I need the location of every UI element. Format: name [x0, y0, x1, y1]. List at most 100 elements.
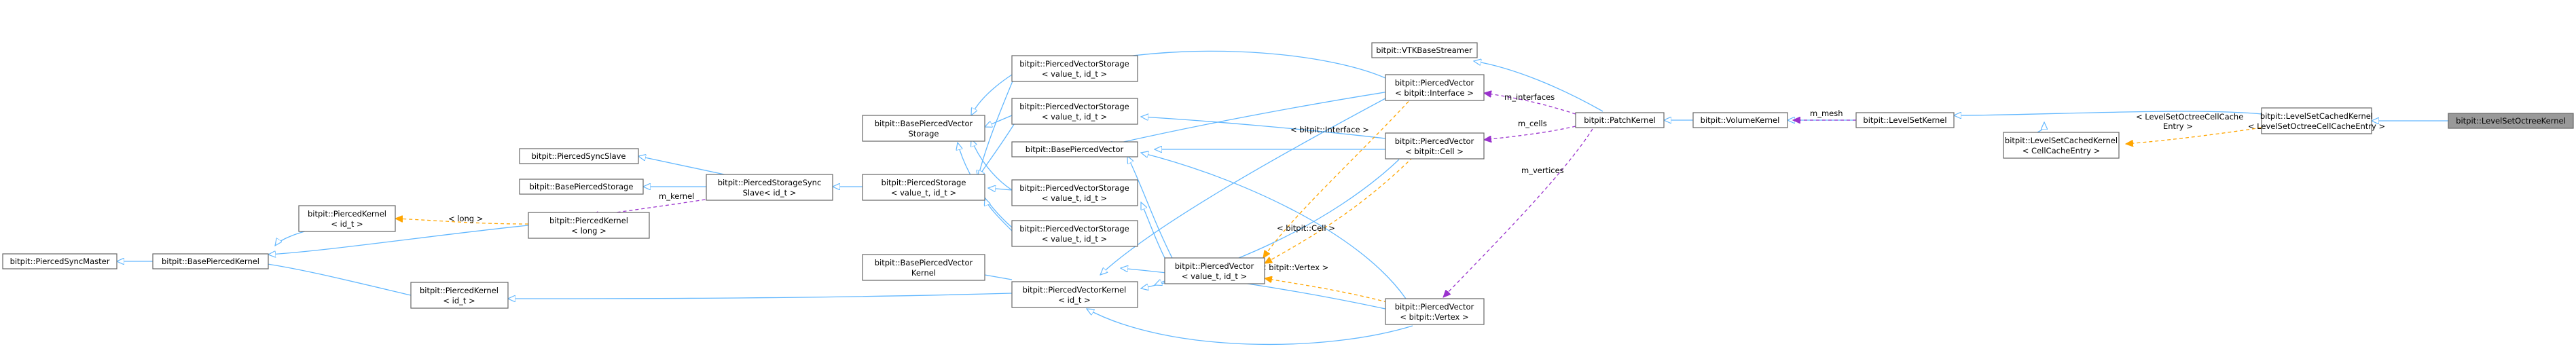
edge-pvs3-to-bpvs: [971, 139, 1013, 191]
node-levelset-cached-kernel-octree-entry[interactable]: bitpit::LevelSetCachedKernel < LevelSetO…: [2248, 107, 2385, 134]
svg-text:< value_t, id_t >: < value_t, id_t >: [1042, 112, 1107, 122]
node-base-pierced-vector[interactable]: bitpit::BasePiercedVector: [1011, 141, 1138, 157]
svg-text:bitpit::LevelSetCachedKernel: bitpit::LevelSetCachedKernel: [2005, 136, 2118, 145]
node-patch-kernel[interactable]: bitpit::PatchKernel: [1575, 112, 1665, 128]
svg-text:bitpit::PiercedVector: bitpit::PiercedVector: [1395, 78, 1474, 88]
node-pierced-kernel-idt-top[interactable]: bitpit::PiercedKernel < id_t >: [298, 205, 396, 232]
edge-pkidttop-to-bpk: [275, 229, 313, 246]
node-pierced-vector-storage-3[interactable]: bitpit::PiercedVectorStorage < value_t, …: [1011, 179, 1138, 206]
label-m-kernel: m_kernel: [659, 191, 694, 201]
node-base-pierced-kernel[interactable]: bitpit::BasePiercedKernel: [152, 253, 269, 269]
svg-text:< CellCacheEntry >: < CellCacheEntry >: [2022, 146, 2100, 155]
svg-text:< value_t, id_t >: < value_t, id_t >: [1042, 193, 1107, 203]
label-lt-cell: < bitpit::Cell >: [1277, 223, 1335, 233]
node-vtk-base-streamer[interactable]: bitpit::VTKBaseStreamer: [1371, 42, 1478, 58]
node-pierced-storage-sync-slave-template[interactable]: bitpit::PiercedStorageSync Slave< id_t >: [706, 174, 833, 201]
node-pierced-vector-cell[interactable]: bitpit::PiercedVector < bitpit::Cell >: [1385, 132, 1485, 160]
svg-text:< id_t >: < id_t >: [1058, 295, 1090, 305]
node-pierced-sync-master[interactable]: bitpit::PiercedSyncMaster: [2, 253, 117, 269]
edge-pvinterface-to-bpv: [1106, 91, 1390, 146]
edge-pvvertex-to-bpv: [1141, 153, 1407, 299]
svg-text:bitpit::VolumeKernel: bitpit::VolumeKernel: [1701, 115, 1780, 125]
edges-template: [395, 96, 2262, 306]
node-pierced-vector-storage-2[interactable]: bitpit::PiercedVectorStorage < value_t, …: [1011, 98, 1138, 125]
edge-pvcell-to-pvs2: [1141, 117, 1386, 139]
node-pierced-vector-storage-4[interactable]: bitpit::PiercedVectorStorage < value_t, …: [1011, 220, 1138, 247]
label-lt-long: < long >: [448, 214, 483, 223]
svg-text:bitpit::BasePiercedKernel: bitpit::BasePiercedKernel: [162, 257, 259, 266]
node-levelset-kernel[interactable]: bitpit::LevelSetKernel: [1855, 112, 1955, 128]
edge-patch-mVertices: [1443, 128, 1593, 297]
svg-text:bitpit::PiercedVectorStorage: bitpit::PiercedVectorStorage: [1019, 224, 1129, 233]
edge-patch-to-vtk: [1474, 61, 1603, 112]
svg-text:< id_t >: < id_t >: [331, 219, 363, 229]
node-volume-kernel[interactable]: bitpit::VolumeKernel: [1692, 112, 1788, 128]
edge-pklong-to-bpk: [268, 225, 529, 255]
edge-pvinterface-to-pvs1: [1097, 50, 1386, 79]
node-pierced-kernel-long[interactable]: bitpit::PiercedKernel < long >: [528, 212, 650, 239]
edge-pvs1-to-bpvs: [971, 74, 1013, 115]
edge-tmpl-long: [395, 219, 529, 225]
svg-text:bitpit::PiercedVectorStorage: bitpit::PiercedVectorStorage: [1019, 183, 1129, 193]
node-levelset-octree-kernel[interactable]: bitpit::LevelSetOctreeKernel: [2448, 113, 2574, 129]
node-base-pierced-vector-storage[interactable]: bitpit::BasePiercedVector Storage: [862, 115, 985, 142]
svg-text:Slave< id_t >: Slave< id_t >: [743, 188, 797, 198]
edge-pvs4-to-ps: [985, 198, 1013, 231]
svg-text:bitpit::LevelSetOctreeKernel: bitpit::LevelSetOctreeKernel: [2456, 116, 2566, 126]
svg-text:Kernel: Kernel: [911, 268, 936, 278]
svg-text:bitpit::PiercedStorageSync: bitpit::PiercedStorageSync: [718, 178, 822, 187]
node-pierced-vector-storage-1[interactable]: bitpit::PiercedVectorStorage < value_t, …: [1011, 55, 1138, 82]
svg-text:bitpit::PiercedSyncSlave: bitpit::PiercedSyncSlave: [531, 151, 625, 161]
label-lt-cache-entry-2: Entry >: [2163, 122, 2193, 131]
svg-text:bitpit::LevelSetCachedKernel: bitpit::LevelSetCachedKernel: [2260, 111, 2373, 121]
edge-pkidtbottom-to-bpk: [258, 263, 412, 296]
svg-text:< value_t, id_t >: < value_t, id_t >: [1182, 272, 1247, 281]
svg-text:bitpit::BasePiercedVector: bitpit::BasePiercedVector: [875, 119, 973, 128]
node-pierced-vector-kernel[interactable]: bitpit::PiercedVectorKernel < id_t >: [1011, 281, 1138, 308]
svg-text:Storage: Storage: [909, 129, 939, 138]
node-pierced-kernel-idt-bottom[interactable]: bitpit::PiercedKernel < id_t >: [410, 282, 509, 309]
node-base-pierced-storage[interactable]: bitpit::BasePiercedStorage: [519, 179, 644, 195]
node-pierced-vector-interface[interactable]: bitpit::PiercedVector < bitpit::Interfac…: [1385, 74, 1485, 101]
edge-lscached-entry-to-lskernel: [1954, 111, 2262, 115]
svg-text:bitpit::PiercedVector: bitpit::PiercedVector: [1395, 136, 1474, 146]
label-m-mesh: m_mesh: [1810, 109, 1843, 118]
edge-lscached-cell-to-lskernel: [2037, 122, 2044, 133]
nodes: bitpit::LevelSetOctreeKernel bitpit::Lev…: [2, 42, 2574, 325]
svg-text:< value_t, id_t >: < value_t, id_t >: [1042, 234, 1107, 244]
node-pierced-vector-vertex[interactable]: bitpit::PiercedVector < bitpit::Vertex >: [1385, 298, 1485, 325]
label-lt-interface: < bitpit::Interface >: [1290, 125, 1369, 134]
node-base-pierced-vector-kernel[interactable]: bitpit::BasePiercedVector Kernel: [862, 254, 985, 281]
edge-patch-mInterfaces: [1484, 93, 1576, 115]
svg-text:bitpit::PiercedVectorStorage: bitpit::PiercedVectorStorage: [1019, 102, 1129, 111]
svg-text:bitpit::PiercedKernel: bitpit::PiercedKernel: [549, 216, 628, 225]
svg-text:bitpit::PiercedKernel: bitpit::PiercedKernel: [420, 286, 498, 295]
node-levelset-cached-kernel-cell-entry[interactable]: bitpit::LevelSetCachedKernel < CellCache…: [2003, 132, 2120, 159]
svg-text:bitpit::VTKBaseStreamer: bitpit::VTKBaseStreamer: [1376, 45, 1472, 55]
svg-text:bitpit::PiercedSyncMaster: bitpit::PiercedSyncMaster: [10, 257, 110, 266]
svg-text:< value_t, id_t >: < value_t, id_t >: [1042, 69, 1107, 79]
svg-text:bitpit::BasePiercedVector: bitpit::BasePiercedVector: [1026, 145, 1124, 154]
node-pierced-vector-template[interactable]: bitpit::PiercedVector < value_t, id_t >: [1164, 257, 1265, 284]
edge-pvk-to-pkidtbottom: [508, 293, 1013, 299]
svg-text:< bitpit::Interface >: < bitpit::Interface >: [1395, 88, 1474, 98]
edge-tmpl-cell: [1265, 157, 1413, 263]
edge-pvs3-to-ps: [988, 188, 1013, 190]
svg-text:< bitpit::Cell >: < bitpit::Cell >: [1405, 147, 1464, 156]
edge-pvtemplate-to-pvs3: [1141, 202, 1165, 259]
svg-text:bitpit::PiercedVector: bitpit::PiercedVector: [1395, 302, 1474, 312]
svg-text:bitpit::BasePiercedVector: bitpit::BasePiercedVector: [875, 258, 973, 267]
edge-pvinterface-to-pvk: [1100, 98, 1386, 275]
svg-text:bitpit::PiercedVectorStorage: bitpit::PiercedVectorStorage: [1019, 59, 1129, 69]
edge-tmpl-vertex: [1265, 278, 1400, 306]
edge-labels: m_interfaces m_cells m_vertices m_mesh m…: [448, 92, 2243, 272]
node-pierced-storage[interactable]: bitpit::PiercedStorage < value_t, id_t >: [862, 174, 985, 201]
svg-text:< id_t >: < id_t >: [443, 296, 475, 305]
svg-text:< LevelSetOctreeCellCacheEntry: < LevelSetOctreeCellCacheEntry >: [2248, 122, 2385, 131]
edge-tmpl-interface: [1263, 96, 1413, 258]
label-m-cells: m_cells: [1518, 119, 1547, 128]
svg-text:bitpit::LevelSetKernel: bitpit::LevelSetKernel: [1863, 115, 1946, 125]
edge-pvs1-to-ps: [978, 74, 1016, 178]
node-pierced-sync-slave[interactable]: bitpit::PiercedSyncSlave: [519, 148, 639, 164]
